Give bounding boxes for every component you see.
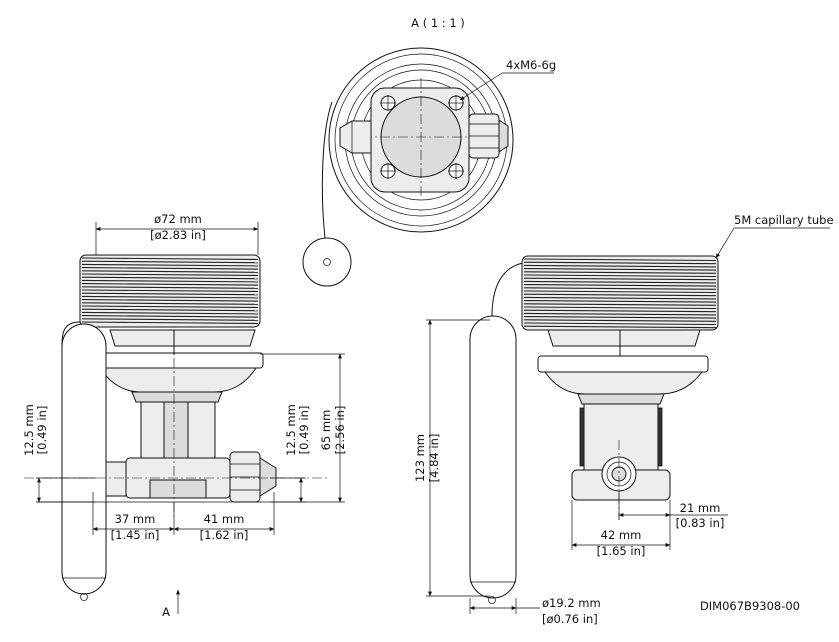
coil-winding-line [81,305,259,309]
coil-winding-line [523,280,717,284]
coil-winding-line [81,315,259,318]
left-diaphragm-head [92,352,264,369]
dim-w21-in: [0.83 in] [676,516,725,530]
coil-winding-line [81,311,259,315]
capillary-label: 5M capillary tube [734,213,834,227]
dim-h123-in: [4.84 in] [427,434,441,483]
coil-winding-line [523,261,717,265]
dim-w37-mm: 37 mm [115,512,156,526]
view-a-title: A ( 1 : 1 ) [411,16,465,30]
dim-w42-mm: 42 mm [601,528,642,542]
coil-winding-line [523,325,717,329]
coil-winding-line [523,293,717,297]
dim-h12-5-left-in: [0.49 in] [35,406,49,455]
dim-d19-in: [ø0.76 in] [542,612,598,626]
dim-w41-in: [1.62 in] [200,528,249,542]
section-marker-a: A [162,605,170,619]
screw-holes [380,95,464,179]
coil-winding-line [523,271,717,274]
dim-w42-in: [1.65 in] [597,544,646,558]
coil-winding-line [523,316,717,319]
coil-winding-line [523,287,717,290]
coil-winding-line [81,283,259,286]
left-view: TE ø72 mm [ø2.83 in] 12.5 mm [0.49 in [22,212,347,619]
coil-winding-line [523,277,717,281]
coil-winding-line [81,279,259,283]
coil-winding-line [523,309,717,313]
drawing-number: DIM067B9308-00 [700,599,800,613]
coil-winding-line [523,319,717,322]
view-a-inlet-connector [339,120,372,154]
coil-winding-line [523,303,717,306]
coil-winding-line [81,302,259,305]
dim-h12-5-right-mm: 12.5 mm [284,404,298,456]
coil-winding-line [81,286,259,289]
coil-winding-line [81,257,259,261]
dim-h12-5-left-mm: 12.5 mm [22,404,36,456]
coil-winding-line [523,258,717,262]
coil-winding-line [81,260,259,264]
coil-winding-line [81,289,259,293]
right-view: 5M capillary tube 123 mm [4.84 in] 21 mm [413,213,834,626]
dim-h12-5-right-in: [0.49 in] [297,406,311,455]
dim-h123-mm: 123 mm [413,434,427,482]
dim-d19-mm: ø19.2 mm [542,596,601,610]
coil-winding-line [81,308,259,312]
coil-winding-line [523,296,717,300]
coil-winding-line [81,299,259,302]
right-diaphragm-head [537,355,709,373]
coil-winding-line [523,312,717,316]
coil-winding-line [81,292,259,296]
coil-winding-line [81,270,259,273]
dim-w21-mm: 21 mm [680,501,721,515]
coil-winding-line [81,321,259,325]
coil-winding-line [81,267,259,270]
coil-winding-line [523,306,717,310]
coil-winding-line [81,295,259,299]
coil-winding-line [523,264,717,268]
view-a: A ( 1 : 1 ) 4xM6-6g [302,16,556,287]
coil-winding-line [523,274,717,278]
coil-winding-line [81,263,259,267]
coil-winding-line [81,273,259,277]
dim-w37-in: [1.45 in] [111,528,160,542]
dim-h65-mm: 65 mm [319,410,333,451]
dim-d72-mm: ø72 mm [154,212,202,226]
coil-winding-line [523,284,717,287]
coil-winding-line [81,318,259,321]
coil-winding-line [523,322,717,326]
coil-windings-right [523,258,717,329]
dim-h65-in: [2.56 in] [333,406,347,455]
dim-w41-mm: 41 mm [204,512,245,526]
left-bulb [61,323,107,595]
coil-winding-line [523,300,717,303]
coil-winding-line [81,276,259,280]
view-a-bulb [302,237,352,287]
coil-winding-line [523,268,717,271]
dim-d72-in: [ø2.83 in] [150,228,206,242]
coil-winding-line [523,290,717,294]
right-bulb [469,315,517,599]
thread-label: 4xM6-6g [506,58,556,72]
coil-windings [81,257,259,325]
